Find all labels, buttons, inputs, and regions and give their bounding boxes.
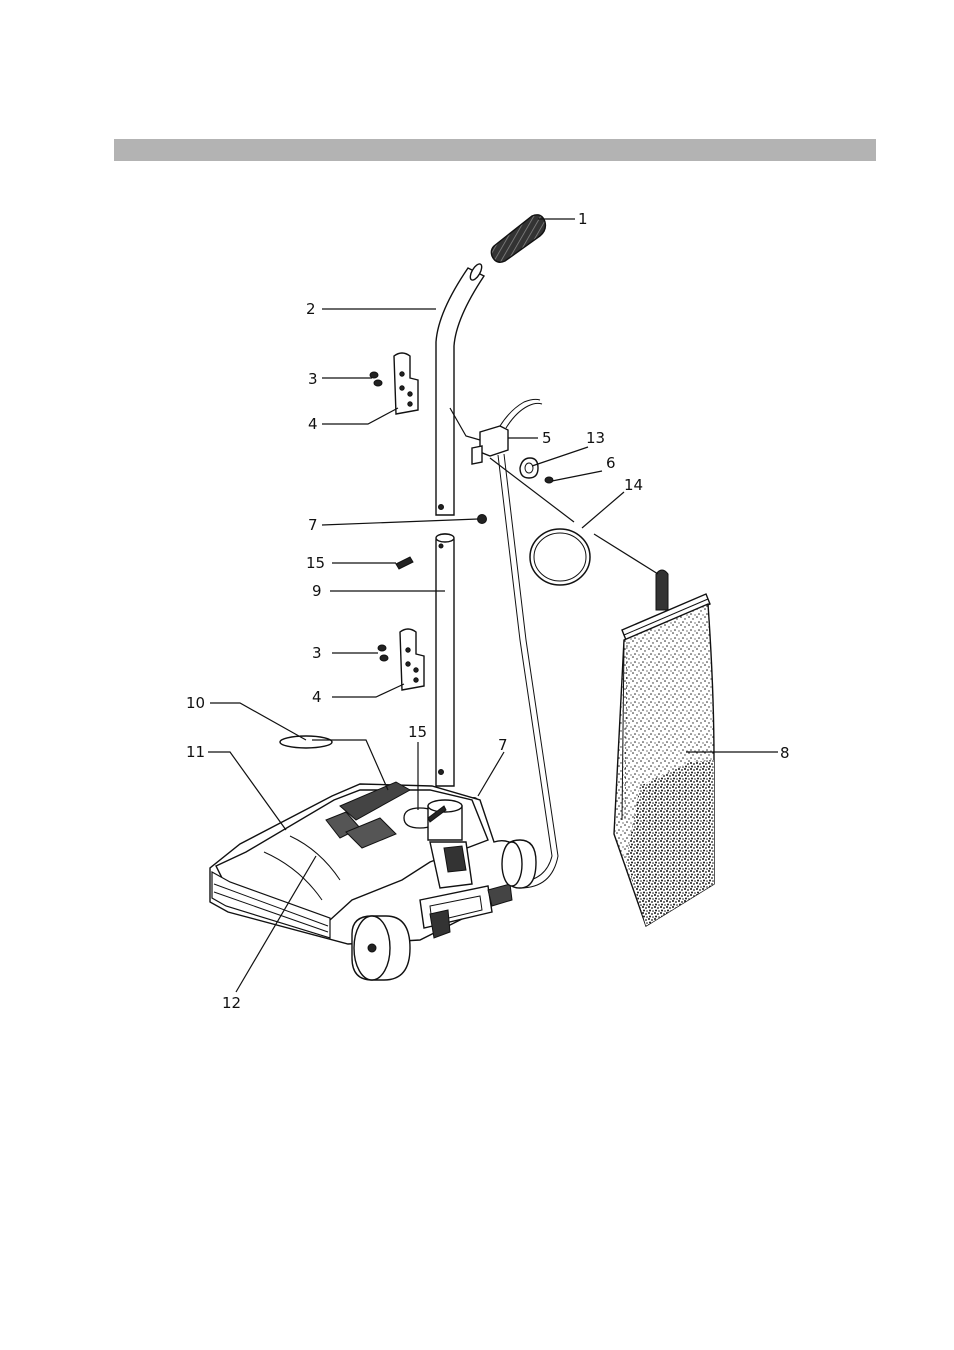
bracket-upper-part — [394, 353, 418, 414]
callout-8: 8 — [780, 744, 790, 762]
cord-clip-part — [520, 458, 538, 478]
callout-6: 6 — [606, 454, 616, 472]
callout-2: 2 — [306, 300, 316, 318]
switch-box-part — [472, 399, 542, 464]
callout-9: 9 — [312, 582, 322, 600]
handle-grip-part — [491, 215, 545, 262]
callout-12: 12 — [222, 994, 241, 1012]
callout-3-upper: 3 — [308, 370, 318, 388]
lower-handle-tube-part — [436, 534, 454, 786]
callout-10: 10 — [186, 694, 205, 712]
callout-5: 5 — [542, 429, 552, 447]
callout-1: 1 — [578, 210, 588, 228]
small-screw-part — [545, 477, 553, 483]
callout-13: 13 — [586, 429, 605, 447]
power-cord-part — [498, 454, 558, 888]
callout-7-upper: 7 — [308, 516, 318, 534]
callout-7-lower: 7 — [498, 736, 508, 754]
callout-4-lower: 4 — [312, 688, 322, 706]
screws-upper-part — [370, 372, 382, 386]
callout-15-lower: 15 — [408, 723, 427, 741]
front-wheel-part — [352, 916, 410, 980]
nut-upper-part — [478, 515, 487, 524]
screws-lower-part — [378, 645, 388, 661]
bracket-lower-part — [400, 629, 424, 690]
callout-15-upper: 15 — [306, 554, 325, 572]
callout-4-upper: 4 — [308, 415, 318, 433]
bolt-upper-part — [396, 557, 413, 569]
callout-14: 14 — [624, 476, 643, 494]
gasket-ring-part — [280, 736, 332, 748]
dust-bag-part — [614, 570, 714, 926]
rear-wheel-part — [502, 840, 536, 888]
upper-handle-tube-part — [436, 262, 484, 515]
callout-3-lower: 3 — [312, 644, 322, 662]
callout-11: 11 — [186, 743, 205, 761]
drive-belt-part — [530, 529, 590, 585]
